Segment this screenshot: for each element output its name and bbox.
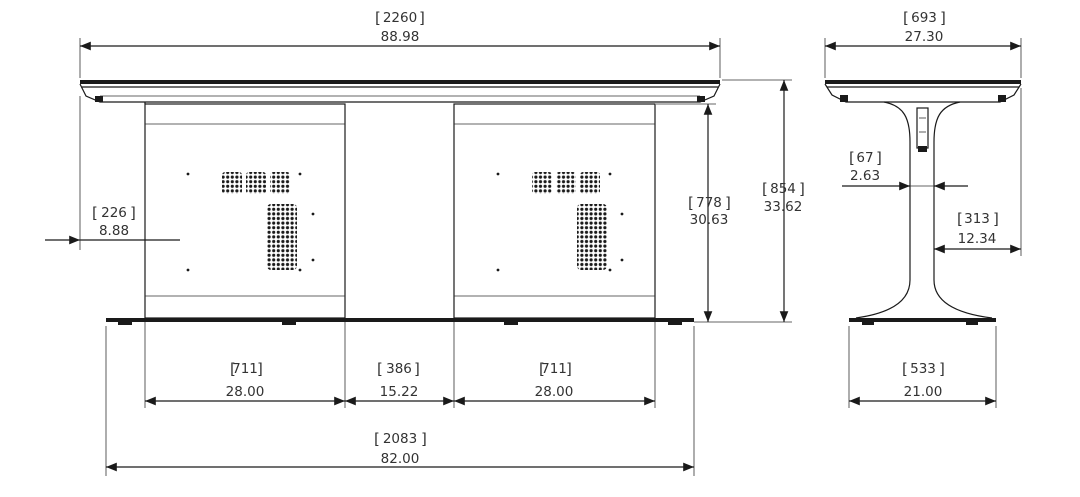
svg-text:]: ] — [940, 9, 946, 27]
tabletop — [79, 80, 721, 103]
svg-text:]: ] — [799, 180, 805, 198]
vent-grille — [580, 172, 600, 194]
svg-text:]: ] — [993, 210, 999, 228]
dim-in: 28.00 — [535, 384, 574, 400]
svg-text:]: ] — [130, 204, 136, 222]
dim-mm: 711 — [541, 361, 567, 377]
svg-text:]: ] — [421, 430, 427, 448]
dim-leg-height: [778] 30.63 — [688, 194, 731, 228]
dim-in: 8.88 — [99, 223, 129, 239]
dim-base-depth: [533] 21.00 — [902, 360, 945, 400]
dim-mm: 2083 — [383, 431, 417, 447]
dim-in: 21.00 — [904, 384, 943, 400]
dim-in: 2.63 — [850, 168, 880, 184]
dim-mm: 386 — [386, 361, 412, 377]
vent-grille — [556, 172, 576, 194]
dim-column-width: [67] 2.63 — [849, 149, 882, 184]
svg-text:[: [ — [230, 360, 236, 378]
dim-cabinet-gap: [386] 15.22 — [377, 360, 420, 400]
svg-text:]: ] — [939, 360, 945, 378]
dim-mm: 226 — [101, 205, 127, 221]
vent-grille — [577, 204, 607, 270]
dim-mm: 854 — [770, 181, 796, 197]
dim-mm: 313 — [964, 211, 990, 227]
svg-text:]: ] — [566, 360, 572, 378]
dim-mm: 533 — [910, 361, 936, 377]
vent-grille — [532, 172, 552, 194]
svg-text:[: [ — [762, 180, 768, 198]
dim-side-offset: [313] 12.34 — [957, 210, 999, 247]
dim-cabinet-right: [711] 28.00 — [535, 360, 574, 400]
svg-text:[: [ — [374, 430, 380, 448]
dim-mm: 778 — [696, 195, 722, 211]
svg-text:]: ] — [419, 9, 425, 27]
dim-in: 30.63 — [690, 212, 729, 228]
svg-text:[: [ — [92, 204, 98, 222]
vent-grille — [267, 204, 297, 270]
svg-text:]: ] — [876, 149, 882, 167]
svg-text:]: ] — [414, 360, 420, 378]
dim-in: 12.34 — [958, 231, 997, 247]
dim-in: 15.22 — [380, 384, 419, 400]
svg-text:[: [ — [375, 9, 381, 27]
svg-text:]: ] — [725, 194, 731, 212]
dim-mm: 67 — [856, 150, 873, 166]
svg-text:[: [ — [902, 360, 908, 378]
svg-text:]: ] — [257, 360, 263, 378]
dim-in: 33.62 — [764, 199, 803, 215]
dim-mm: 693 — [911, 10, 937, 26]
dim-in: 27.30 — [905, 29, 944, 45]
left-cabinet — [144, 103, 346, 319]
right-cabinet — [453, 103, 656, 319]
svg-text:[: [ — [688, 194, 694, 212]
dimension-lines — [45, 38, 1022, 476]
dim-in: 28.00 — [226, 384, 265, 400]
dim-overall-height: [854] 33.62 — [762, 180, 805, 215]
dim-in: 82.00 — [381, 451, 420, 467]
vent-grille — [270, 172, 290, 194]
vent-grille — [222, 172, 242, 194]
front-base — [106, 318, 694, 325]
dim-depth: [693] 27.30 — [903, 9, 946, 45]
svg-text:[: [ — [377, 360, 383, 378]
vent-grille — [246, 172, 266, 194]
svg-text:[: [ — [903, 9, 909, 27]
dim-base-length: [2083] 82.00 — [374, 430, 427, 467]
dim-mm: 711 — [232, 361, 258, 377]
svg-text:[: [ — [539, 360, 545, 378]
svg-text:[: [ — [957, 210, 963, 228]
dim-mm: 2260 — [383, 10, 417, 26]
svg-text:[: [ — [849, 149, 855, 167]
dim-in: 88.98 — [381, 29, 420, 45]
side-view — [824, 80, 1022, 325]
front-view — [79, 80, 721, 325]
dim-overall-width: [2260] 88.98 — [375, 9, 425, 45]
dim-cabinet-left: [711] 28.00 — [226, 360, 265, 400]
dim-leg-inset: [226] 8.88 — [92, 204, 136, 239]
